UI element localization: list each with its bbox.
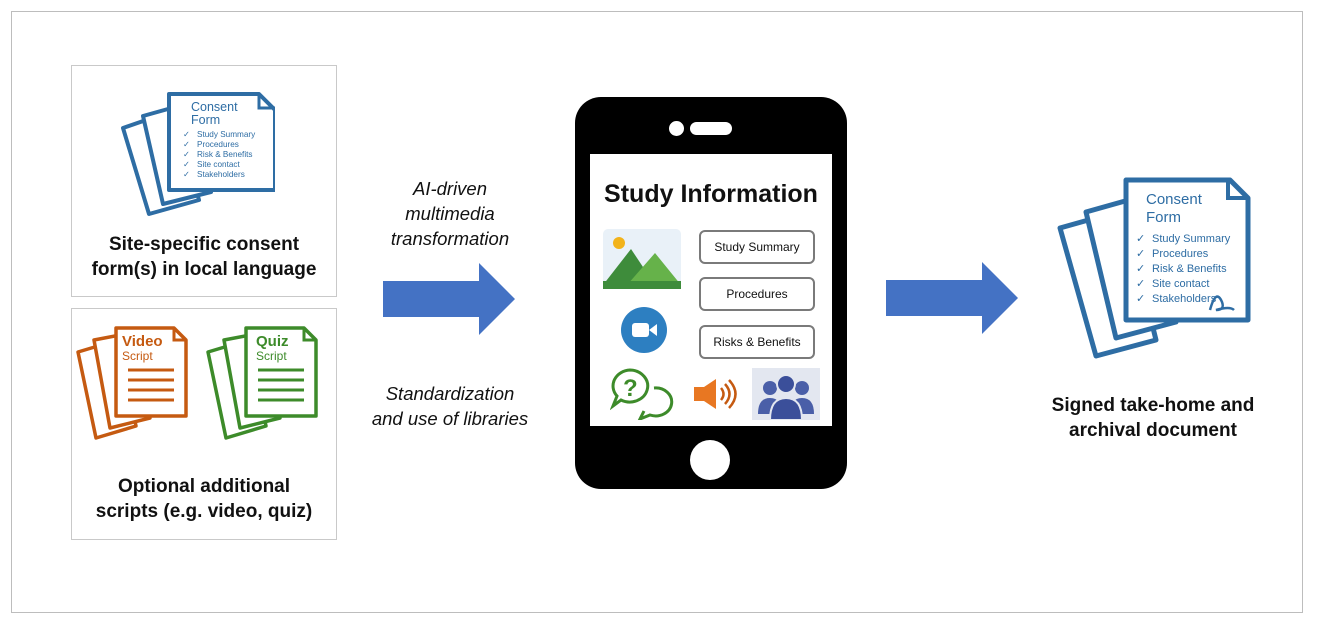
button-label: Study Summary [714,240,800,254]
caption-line: form(s) in local language [91,259,317,280]
signed-item: Site contact [1152,278,1209,290]
svg-text:✓: ✓ [183,160,190,169]
consent-item: Stakeholders [197,170,245,179]
svg-text:✓: ✓ [1136,293,1145,305]
note-line: AI-driven [412,178,488,199]
image-icon [603,229,681,289]
button-label: Risks & Benefits [713,335,801,349]
signed-item: Stakeholders [1152,293,1217,305]
caption-line: Site-specific consent [108,234,300,255]
consent-item: Site contact [197,160,241,169]
quiz-script-title: Quiz [256,333,289,350]
signed-title-line2: Form [1146,209,1181,226]
note-line: multimedia [405,203,495,224]
procedures-button[interactable]: Procedures [699,277,815,311]
svg-text:?: ? [623,375,638,402]
quiz-script-icon: Quiz Script [206,326,318,440]
button-label: Procedures [726,287,788,301]
note-line: Standardization [385,383,515,404]
question-chat-icon: ? [610,368,674,420]
scripts-input-caption: Optional additional scripts (e.g. video,… [71,474,337,524]
video-script-sub: Script [122,349,153,363]
signed-item: Procedures [1152,248,1209,260]
libraries-note: Standardization and use of libraries [360,381,540,431]
phone-speaker [690,122,732,135]
risks-benefits-button[interactable]: Risks & Benefits [699,325,815,359]
output-caption: Signed take-home and archival document [1030,393,1276,443]
phone-home-button[interactable] [690,440,730,480]
speaker-icon [694,379,737,409]
transformation-note: AI-driven multimedia transformation [360,176,540,251]
svg-text:✓: ✓ [1136,263,1145,275]
consent-input-caption: Site-specific consent form(s) in local l… [71,232,337,282]
svg-text:✓: ✓ [1136,278,1145,290]
note-line: transformation [390,228,510,249]
study-summary-button[interactable]: Study Summary [699,230,815,264]
consent-item: Procedures [197,140,239,149]
consent-form-stack-icon [121,92,275,216]
consent-title-line1: Consent [191,100,238,114]
svg-text:✓: ✓ [183,150,190,159]
signed-consent-form-icon [1057,177,1251,359]
video-script-icon: Video Script [76,326,188,440]
note-line: and use of libraries [371,408,529,429]
screen-title: Study Information [604,180,818,208]
svg-text:✓: ✓ [183,170,190,179]
signed-item: Study Summary [1152,233,1231,245]
consent-item: Risk & Benefits [197,150,253,159]
svg-text:✓: ✓ [1136,233,1145,245]
phone-camera [669,121,684,136]
svg-text:✓: ✓ [1136,248,1145,260]
video-camera-icon [621,307,667,353]
caption-line: Optional additional [117,476,291,497]
svg-text:✓: ✓ [183,140,190,149]
consent-form-text: Consent Form ✓Study Summary ✓Procedures … [183,100,256,179]
quiz-script-sub: Script [256,349,287,363]
consent-item: Study Summary [197,130,256,139]
video-script-title: Video [122,333,163,350]
signed-item: Risk & Benefits [1152,263,1227,275]
flow-arrow-1 [383,263,515,335]
diagram-frame [11,11,1303,613]
consent-title-line2: Form [191,113,220,127]
caption-line: Signed take-home and [1051,395,1255,416]
svg-text:✓: ✓ [183,130,190,139]
people-icon [752,368,820,420]
caption-line: scripts (e.g. video, quiz) [95,501,313,522]
flow-arrow-2 [886,262,1018,334]
signed-title-line1: Consent [1146,191,1203,208]
caption-line: archival document [1069,420,1237,441]
signed-consent-text: Consent Form ✓Study Summary ✓Procedures … [1136,191,1231,305]
